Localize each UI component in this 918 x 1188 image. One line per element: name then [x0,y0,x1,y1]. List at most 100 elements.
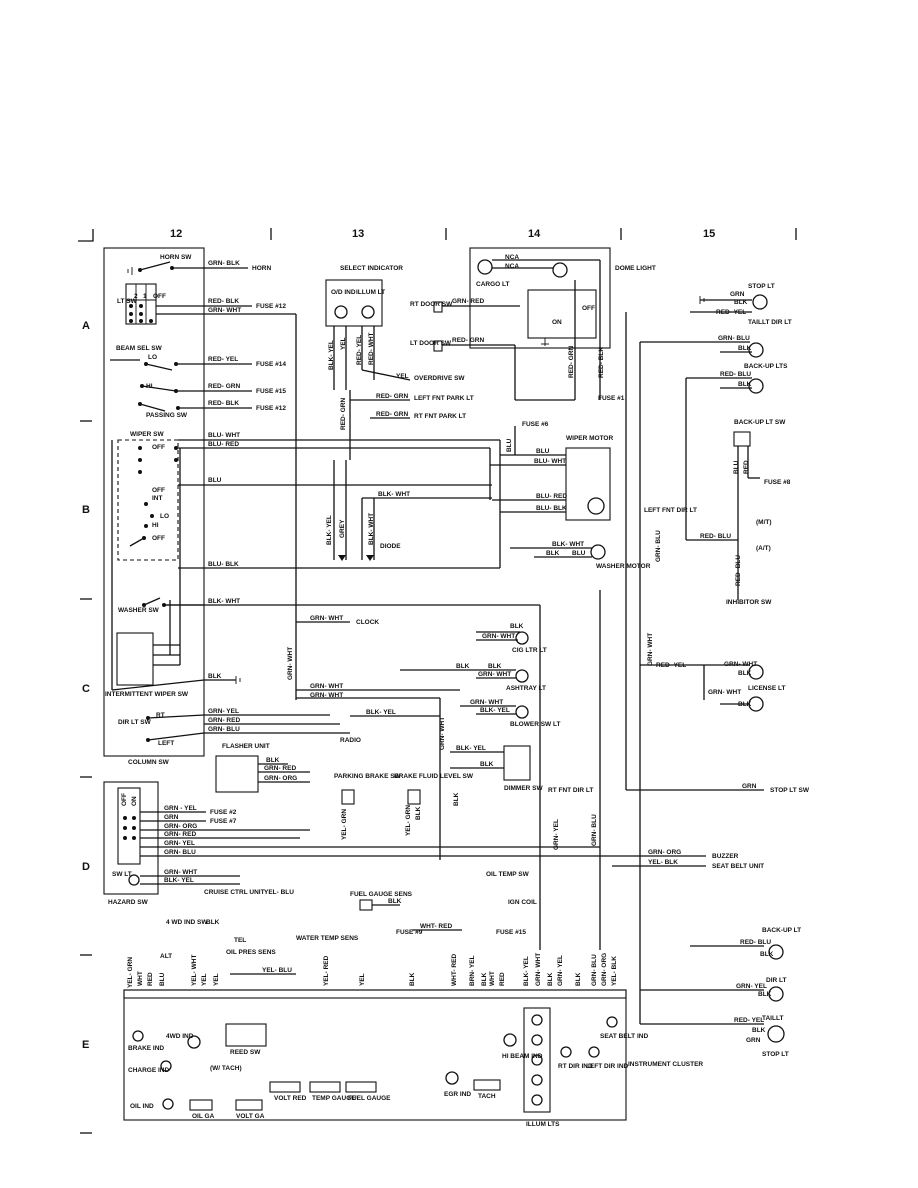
fuse-6-label: FUSE #6 [522,421,549,428]
illum-bulb-icon [361,305,375,319]
fuel-sender-icon [359,899,373,911]
fuse-12-label: FUSE #12 [256,303,286,310]
dome-lamp-icon [552,262,568,278]
hazard-grn-blu: GRN- BLU [164,849,196,856]
hazard-on: ON [131,796,138,806]
washer-motor-label: WASHER MOTOR [596,563,651,570]
seat-belt-bulb-icon [606,1016,618,1028]
row-label-e: E [82,1039,89,1051]
overdrive-sw-label: OVERDRIVE SW [414,375,465,382]
mid-section: GRN- WHT GRN- WHT CLOCK BLK GRN- WHT CIG… [215,590,601,950]
wire-grn-yel: GRN- YEL [208,708,239,715]
si-yel: YEL [340,337,347,350]
license-lamp-icon [748,664,764,680]
wm-blu-v: BLU [506,438,513,452]
column-switch: COLUMN SW HORN SW LT SW 2 1 OFF BEAM SEL… [103,247,205,766]
wire-red-blk: RED- BLK [208,298,239,305]
dome-on-label: ON [552,319,562,326]
right-red-yel: RED- YEL [716,309,746,316]
passing-sw-label: PASSING SW [146,412,188,419]
flasher-unit-icon [215,755,259,793]
diode-group: BLK- YEL GREY BLK- WHT BLK- WHT DIODE [326,460,492,561]
flasher-unit-label: FLASHER UNIT [222,743,270,750]
instrument-cluster-label: INSTRUMENT CLUSTER [628,1061,703,1068]
fuse-15-label: FUSE #15 [256,388,286,395]
right-blu-v: BLU [733,460,740,474]
ash-grn-wht: GRN- WHT [478,671,511,678]
radio-label: RADIO [340,737,361,744]
nca-1-label: NCA [505,254,519,261]
diode-blk-wht: BLK- WHT [368,513,375,545]
backup-lamp-icon [748,342,764,358]
hazard-switch: HAZARD SW OFF ON SW LT GRN - YEL FUSE #2… [103,781,640,906]
dir-lt-b-label: DIR LT [766,977,786,984]
lt-sw-label: LT SW [117,298,138,305]
left-fnt-dir-lt-label: LEFT FNT DIR LT [644,507,697,514]
blower-sw-lt-label: BLOWER SW LT [510,721,560,728]
stop-lt-label: STOP LT [748,283,775,290]
wire-grn-blk: GRN- BLK [208,260,240,267]
parking-brake-sw-label: PARKING BRAKE SW [334,773,402,780]
backup-lamp-icon-2 [748,378,764,394]
right-red-yel-b: RED- YEL [734,1017,764,1024]
cig-grn-wht: GRN- WHT [482,633,515,640]
right-red-v: RED [743,460,750,474]
right-red-blu-h: RED- BLU [700,533,731,540]
lt-door-switch-icon [433,340,443,352]
select-indicator: SELECT INDICATOR O/D IND ILLUM LT BLK- Y… [325,265,474,460]
4wd-ind-label: 4WD IND [166,1033,194,1040]
si-red-grn-v: RED- GRN [340,398,347,430]
seat-belt-ind-label: SEAT BELT IND [600,1033,648,1040]
clock-label: CLOCK [356,619,379,626]
right-grn-b: GRN [746,1037,761,1044]
right-grn-wht-v: GRN- WHT [647,633,654,666]
wiper-sw-label: WIPER SW [130,431,164,438]
pin-23: YEL- BLK [611,956,618,986]
flasher-grn-red: GRN- RED [264,765,296,772]
right-grn-blu-v: GRN- BLU [655,530,662,562]
column-label-12: 12 [170,228,182,240]
column-sw-title: COLUMN SW [128,759,170,766]
pb-yel-grn: YEL- GRN [341,809,348,840]
reed-sw-label: REED SW [230,1049,261,1056]
cig-blk: BLK [510,623,524,630]
column-label-13: 13 [352,228,364,240]
stop-lt-b-label: STOP LT [762,1051,789,1058]
mid-grn-yel-v: GRN- YEL [553,819,560,850]
blower-blk-yel: BLK- YEL [480,707,510,714]
left-wires: GRN- BLK HORN RED- BLK FUSE #12 GRN- WHT… [164,260,540,734]
pin-6: YEL [201,973,208,986]
pin-12: BRN- YEL [469,955,476,986]
dome-red-grn: RED- GRN [568,346,575,378]
blower-lamp-icon [515,705,529,719]
wm-blu-blk: BLU- BLK [536,505,567,512]
column-label-14: 14 [528,228,541,240]
flasher-blk: BLK [266,757,280,764]
lic-grn-wht: GRN- WHT [724,661,757,668]
pin-5: YEL- WHT [191,955,198,986]
row-label-c: C [82,683,90,695]
tach-label: TACH [478,1093,496,1100]
egr-ind-bulb-icon [445,1071,459,1085]
cig-ltr-lamp-icon [515,631,529,645]
washer-sw-label: WASHER SW [118,607,160,614]
right-grn-blu: GRN- BLU [718,335,750,342]
ground-icon [699,296,705,304]
cluster-blk-4wd: BLK [206,919,220,926]
wire-blu-red: BLU- RED [208,441,239,448]
rt-dir-ind-label: RT DIR IND [558,1063,593,1070]
brake-ind-bulb-icon [132,1030,144,1042]
mid-grn-wht-v: GRN- WHT [287,647,294,680]
dimmer-sw-label: DIMMER SW [504,785,544,792]
right-blk-3: BLK [738,381,752,388]
wire-blu: BLU [208,477,222,484]
pin-19: GRN- YEL [557,955,564,986]
wiper-int-label: INT [152,495,163,502]
lt-door-sw-label: LT DOOR SW [410,340,452,347]
blower-grn-wht: GRN- WHT [470,699,503,706]
lic-blk: BLK [738,670,752,677]
hazard-grn-yel-2: GRN- YEL [164,840,195,847]
pin-17: GRN- WHT [535,953,542,986]
lt-pos-2: 2 [134,293,138,300]
door-red-grn: RED- GRN [452,337,484,344]
